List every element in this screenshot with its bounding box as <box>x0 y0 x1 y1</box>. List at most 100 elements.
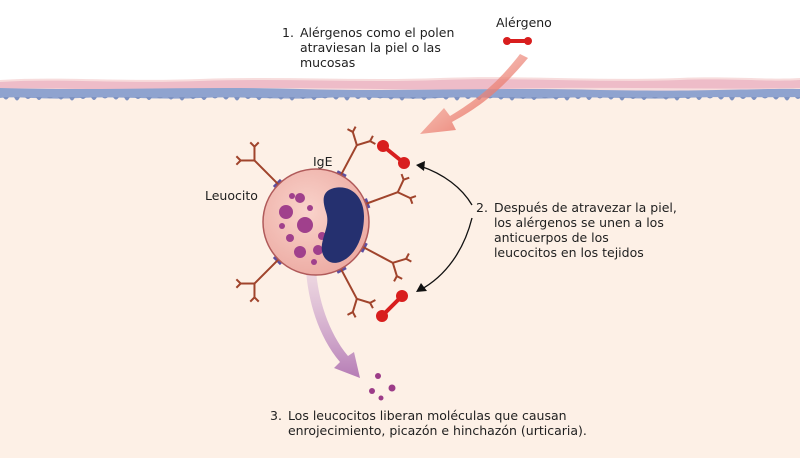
released-molecule <box>369 388 375 394</box>
skin-ridge <box>157 97 163 99</box>
skin-ridge <box>740 97 746 99</box>
skin-ridge <box>795 97 800 99</box>
skin-ridge <box>674 97 680 101</box>
skin-ridge <box>58 97 64 100</box>
skin-ridge <box>608 97 614 100</box>
antibody-tip <box>235 278 242 285</box>
skin-ridge <box>399 97 405 101</box>
leukocyte-label: Leuocito <box>205 188 258 203</box>
granule <box>311 259 317 265</box>
binding-arrowhead-upper <box>416 161 425 171</box>
allergen-label: Alérgeno <box>496 15 552 30</box>
skin-ridge <box>542 97 548 99</box>
binding-arrow-lower <box>419 217 473 291</box>
skin-ridge <box>652 97 658 99</box>
step-3-line: enrojecimiento, picazón e hinchazón (urt… <box>287 423 587 438</box>
step-2-line: leucocitos en los tejidos <box>493 245 644 260</box>
skin-ridge <box>553 97 559 100</box>
ige-label: IgE <box>313 154 333 169</box>
antibody-tip <box>369 140 376 145</box>
skin-ridge <box>520 97 526 99</box>
skin-ridge <box>707 97 713 99</box>
skin-ridge <box>80 97 86 99</box>
step-1-number: 1. <box>282 25 294 40</box>
tissue-area <box>0 80 800 458</box>
skin-ridge <box>784 97 790 101</box>
antibody-tip <box>396 275 403 280</box>
skin-ridge <box>146 97 152 100</box>
skin-ridge <box>3 97 9 100</box>
granule <box>313 245 323 255</box>
antibody-arm <box>356 140 371 147</box>
antibody-tip <box>347 311 354 316</box>
antibody-stem <box>339 268 358 300</box>
skin-ridge <box>773 97 779 100</box>
released-molecule <box>388 384 396 392</box>
antibody-tip <box>253 141 260 148</box>
skin-ridge <box>267 97 273 99</box>
antibody-arm <box>356 297 371 304</box>
skin-ridge <box>498 97 504 100</box>
granule <box>279 223 285 229</box>
skin-ridge <box>234 97 240 101</box>
antibody-tip <box>347 128 354 133</box>
skin-ridge <box>135 97 141 99</box>
skin-ridge <box>685 97 691 99</box>
antibody-arm <box>397 191 411 200</box>
allergen-bead <box>376 310 388 322</box>
skin-ridge <box>355 97 361 99</box>
skin-ridge <box>245 97 251 99</box>
antibody-arm <box>391 262 398 277</box>
skin-ridge <box>124 97 130 101</box>
skin-ridge <box>344 97 350 101</box>
skin-ridge <box>322 97 328 99</box>
skin-ridge <box>443 97 449 100</box>
antibody-arm <box>396 179 405 193</box>
skin-ridge <box>168 97 174 100</box>
allergens <box>376 37 532 322</box>
skin-ridge <box>696 97 702 100</box>
released-molecule <box>378 395 384 401</box>
antibody-tip <box>249 296 256 303</box>
step-2-line: los alérgenos se unen a los <box>493 215 664 230</box>
allergen-bead <box>377 140 389 152</box>
skin-ridge <box>432 97 438 99</box>
antibody-tip <box>409 197 414 205</box>
granule <box>297 217 313 233</box>
skin-ridge <box>36 97 42 100</box>
antibody-tip <box>351 311 357 318</box>
step-1-line: atraviesan la piel o las <box>299 40 441 55</box>
released-molecule <box>375 373 381 379</box>
skin-ridge <box>333 97 339 100</box>
skin-ridge <box>179 97 185 101</box>
skin-ridge <box>531 97 537 100</box>
antibody-arm <box>351 131 358 146</box>
antibody-stem <box>253 258 280 285</box>
allergen-bead <box>503 37 511 45</box>
antibody-tip <box>409 195 417 200</box>
skin-ridge <box>410 97 416 99</box>
skin-ridge <box>509 97 515 101</box>
binding-arrow-upper <box>419 165 473 206</box>
antibody-tip <box>369 299 376 304</box>
granule <box>294 246 306 258</box>
antibody-stem <box>362 245 394 264</box>
antibody-stem <box>253 159 280 186</box>
allergen-bead <box>398 157 410 169</box>
skin-ridge <box>212 97 218 99</box>
skin-band <box>0 79 800 90</box>
skin-ridge <box>25 97 31 99</box>
skin-ridge <box>190 97 196 99</box>
skin-ridge <box>630 97 636 99</box>
release-arrow <box>306 270 360 378</box>
skin-ridge <box>377 97 383 99</box>
skin-ridge <box>278 97 284 100</box>
antibody-stem <box>365 191 399 205</box>
step-3-number: 3. <box>270 408 282 423</box>
skin-ridge <box>289 97 295 101</box>
skin-ridge <box>388 97 394 100</box>
skin-ridge <box>201 97 207 100</box>
granule <box>289 193 295 199</box>
